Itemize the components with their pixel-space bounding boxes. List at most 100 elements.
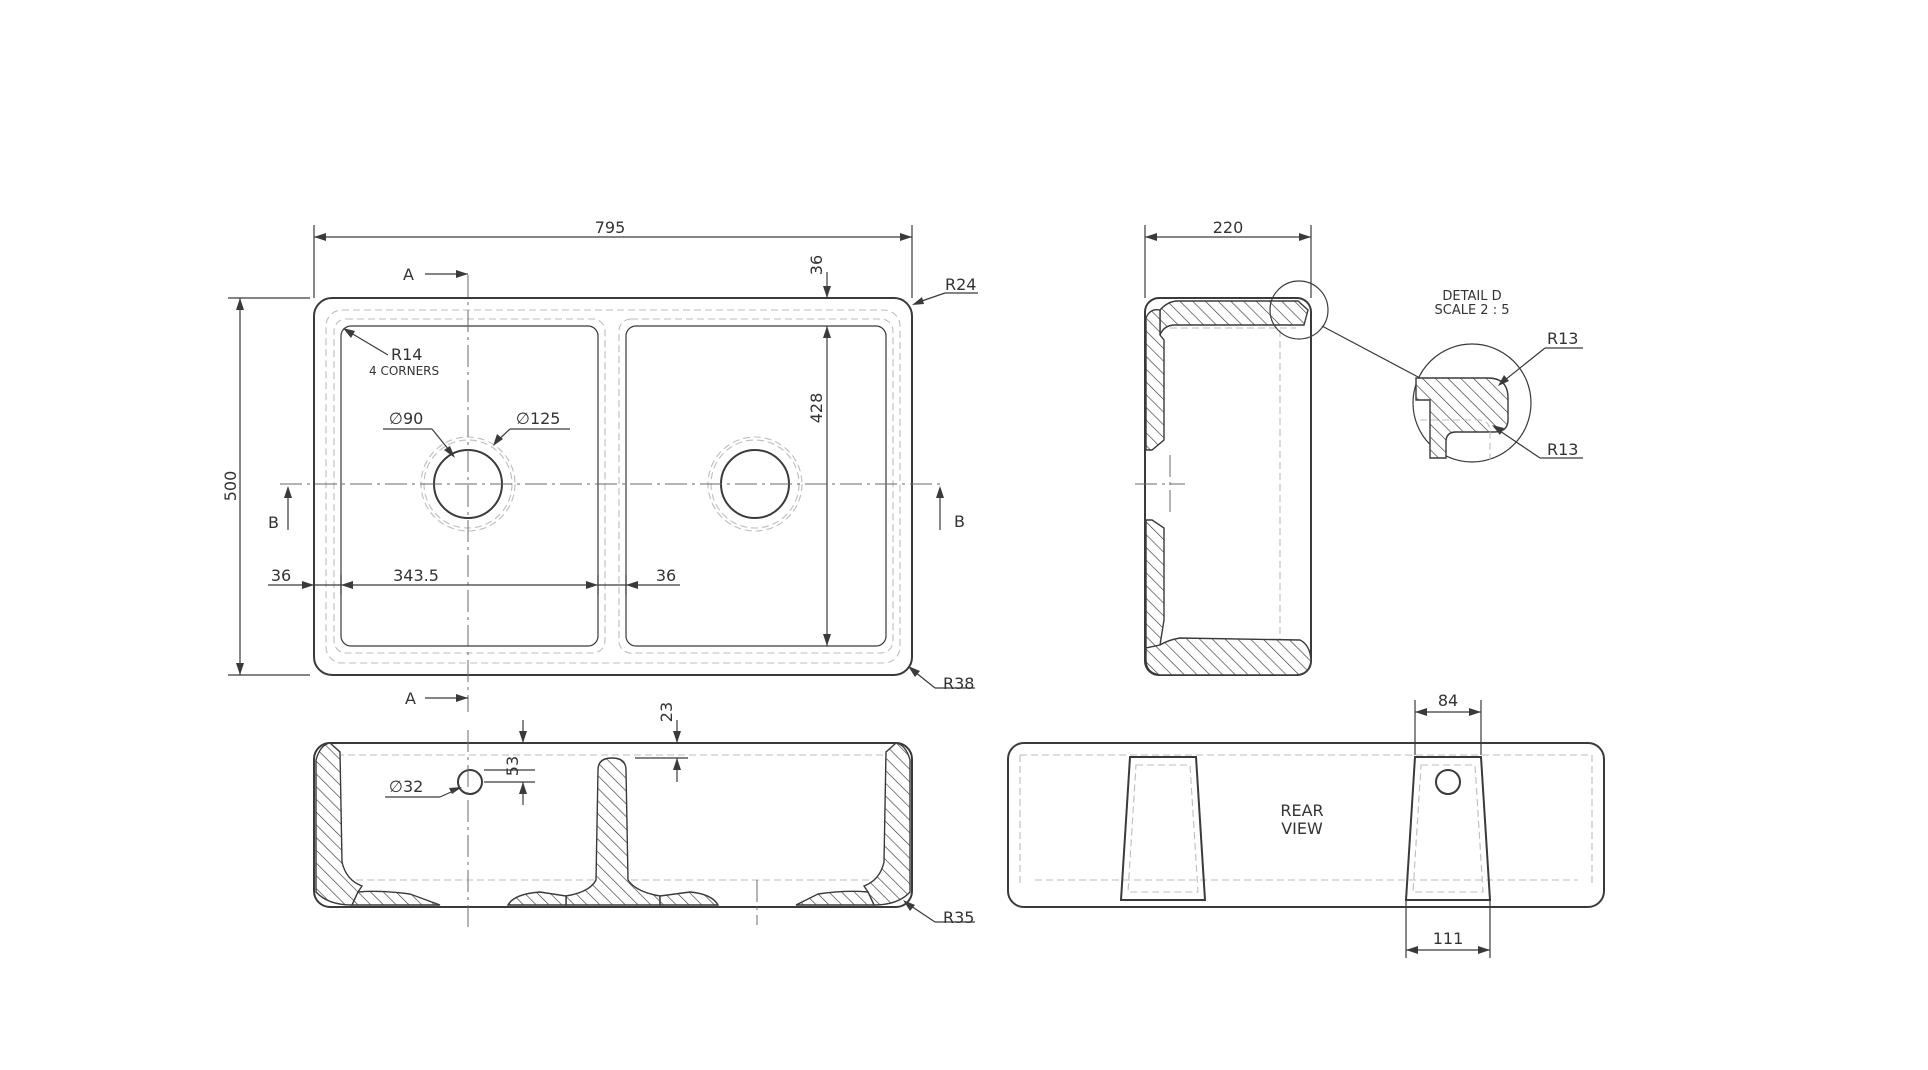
side-left-wall-hatch-lower <box>1145 519 1165 649</box>
detail-scale: SCALE 2 : 5 <box>1435 303 1510 318</box>
side-top-wall-hatch <box>1159 300 1309 336</box>
detail-d: DETAIL D SCALE 2 : 5 R13 R13 <box>1412 289 1583 463</box>
section-b-label-left: B <box>268 513 279 532</box>
radius-r38: R38 <box>943 674 974 693</box>
arrow-head <box>903 900 915 911</box>
top-view: 795 500 428 36 R24 R38 R14 4 CORNERS <box>221 218 978 712</box>
rear-tap-hole <box>1435 769 1461 795</box>
dim-depth: 220 <box>1213 218 1244 237</box>
arrow-head <box>343 328 355 338</box>
arrow-head <box>673 758 681 770</box>
dim-overall-length: 795 <box>595 218 626 237</box>
side-left-wall-hatch-upper <box>1145 308 1165 451</box>
arrow-head <box>936 486 944 498</box>
arrow-head <box>236 663 244 675</box>
leader-line <box>1499 347 1546 385</box>
rear-outline <box>1007 742 1605 908</box>
arrow-head <box>444 446 455 458</box>
arrow-head <box>673 731 681 743</box>
arrow-head <box>586 581 598 589</box>
dim-left-wall: 36 <box>271 566 291 585</box>
arrow-head <box>456 270 468 278</box>
arrow-head <box>1498 375 1509 386</box>
side-section-view: 220 <box>1135 218 1421 676</box>
dim-divider-drop: 23 <box>657 702 676 722</box>
side-base-hatch <box>1145 637 1312 676</box>
dim-inner-depth: 428 <box>807 393 826 424</box>
leader-line <box>1493 426 1541 459</box>
arrow-head <box>519 782 527 794</box>
top-outer-outline <box>313 297 913 676</box>
dia-overflow: ∅32 <box>389 777 423 796</box>
arrow-head <box>519 731 527 743</box>
right-bowl-hidden <box>618 318 894 654</box>
arrow-head <box>1492 425 1504 435</box>
detail-circle <box>1412 343 1532 463</box>
rear-slot-right-hidden <box>1412 764 1484 893</box>
dia-waste-hole: ∅90 <box>389 409 423 428</box>
dim-bowl-width: 343.5 <box>393 566 439 585</box>
front-base-hatch-mid-left <box>506 891 567 906</box>
front-base-hatch-left <box>350 890 441 906</box>
section-a-label-bottom: A <box>405 689 416 708</box>
front-outline <box>313 742 913 908</box>
section-b-label-right: B <box>954 512 965 531</box>
dim-overflow-height: 53 <box>503 756 522 776</box>
arrow-head <box>302 581 314 589</box>
arrow-head <box>823 286 831 298</box>
detail-title: DETAIL D <box>1442 289 1501 304</box>
arrow-head <box>493 434 503 446</box>
arrow-head <box>1406 946 1418 954</box>
arrow-head <box>1478 946 1490 954</box>
dim-center-wall: 36 <box>656 566 676 585</box>
arrow-head <box>1145 233 1157 241</box>
overflow-hole <box>457 769 483 795</box>
radius-r14-note: 4 CORNERS <box>369 364 439 378</box>
left-bowl-outline <box>340 325 599 647</box>
arrow-head <box>1299 233 1311 241</box>
detail-radius-lower: R13 <box>1547 440 1578 459</box>
detail-hidden-line <box>1420 419 1491 460</box>
front-base-hatch-right <box>795 890 876 906</box>
detail-leader-line <box>1321 325 1421 379</box>
detail-d-callout-circle <box>1269 280 1329 340</box>
dim-slot-top-width: 84 <box>1438 691 1458 710</box>
front-base-hatch-mid-right <box>659 891 720 906</box>
side-outer-outline <box>1144 297 1312 676</box>
arrow-head <box>449 787 462 794</box>
dim-overall-width: 500 <box>221 471 240 502</box>
arrow-head <box>284 486 292 498</box>
arrow-head <box>314 233 326 241</box>
left-bowl-hidden <box>333 318 606 654</box>
arrow-head <box>908 666 920 677</box>
right-bowl-outline <box>625 325 887 647</box>
front-center-divider-hatch <box>565 757 661 906</box>
section-a-label-top: A <box>403 265 414 284</box>
top-rim-hidden-line <box>325 309 901 664</box>
radius-r35: R35 <box>943 908 974 927</box>
rear-slot-left <box>1119 756 1207 901</box>
arrow-head <box>456 694 468 702</box>
dia-waste-flange: ∅125 <box>516 409 560 428</box>
dim-slot-bottom-width: 111 <box>1433 929 1464 948</box>
arrow-head <box>900 233 912 241</box>
arrow-head <box>626 581 638 589</box>
arrow-head <box>823 634 831 646</box>
rear-view-label-2: VIEW <box>1281 819 1323 838</box>
arrow-head <box>912 297 924 305</box>
rear-slot-left-hidden <box>1127 764 1199 893</box>
front-section-view: ∅32 53 23 R35 <box>313 702 975 930</box>
rear-view: REAR VIEW 84 111 <box>1007 691 1605 958</box>
detail-radius-upper: R13 <box>1547 329 1578 348</box>
arrow-head <box>236 298 244 310</box>
front-left-wall-hatch <box>315 742 364 906</box>
arrow-head <box>341 581 353 589</box>
detail-hatch <box>1415 377 1509 459</box>
arrow-head <box>1469 708 1481 716</box>
radius-r24: R24 <box>945 275 976 294</box>
arrow-head <box>823 326 831 338</box>
front-right-wall-hatch <box>862 742 911 906</box>
rear-view-label-1: REAR <box>1280 801 1323 820</box>
rear-slot-right <box>1404 756 1492 901</box>
